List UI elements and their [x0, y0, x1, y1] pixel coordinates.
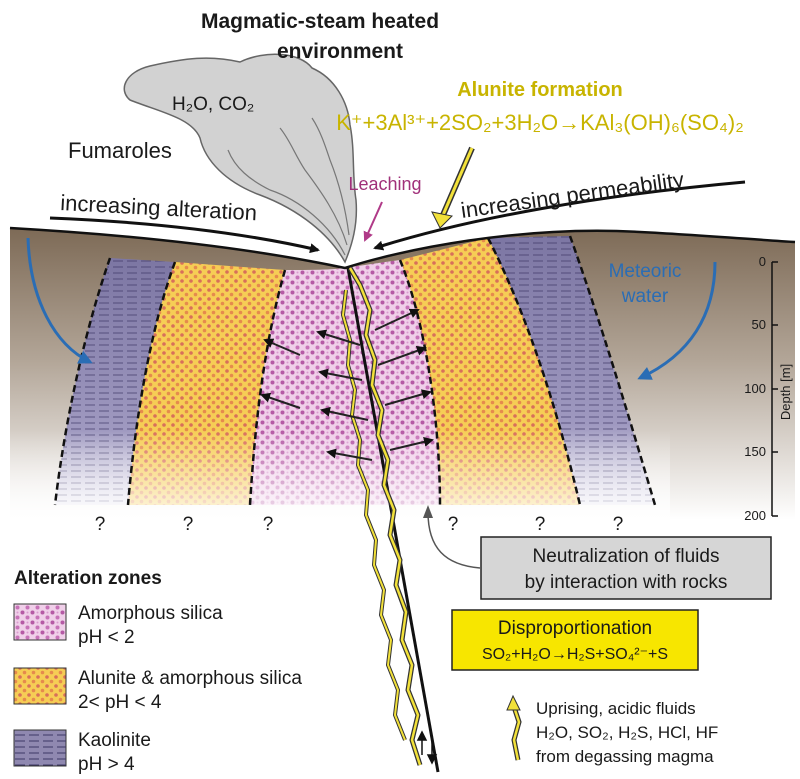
fluids-line3: from degassing magma: [536, 747, 714, 766]
depth-tick-150: 150: [744, 444, 766, 459]
neutralization-box: Neutralization of fluids by interaction …: [481, 537, 771, 599]
question-mark: ?: [448, 514, 459, 535]
increasing-permeability-label: increasing permeability: [459, 167, 685, 223]
legend-item-silica-name: Amorphous silica: [78, 603, 223, 624]
title-line1: Magmatic-steam heated: [201, 10, 439, 33]
legend-swatch-silica: [14, 604, 66, 640]
depth-tick-0: 0: [759, 254, 766, 269]
leaching-arrow: [365, 202, 382, 240]
depth-axis-label: Depth [m]: [778, 364, 793, 420]
legend-title: Alteration zones: [14, 568, 162, 589]
legend-swatch-kaolinite-hatch: [14, 730, 66, 766]
leaching-label: Leaching: [348, 174, 421, 194]
plume-gas-label: H₂O, CO₂: [172, 94, 254, 115]
meteoric-line2: water: [621, 286, 669, 307]
neutralization-line1: Neutralization of fluids: [533, 546, 720, 567]
legend-item-kaolinite-ph: pH > 4: [78, 754, 135, 775]
bottom-fade: [10, 430, 670, 520]
depth-tick-50: 50: [752, 317, 766, 332]
alunite-equation: K⁺+3Al³⁺+2SO₂+3H₂O→KAl₃(OH)₆(SO₄)₂: [336, 110, 744, 135]
fumaroles-label: Fumaroles: [68, 138, 172, 163]
question-mark: ?: [183, 514, 194, 535]
disproportionation-equation: SO₂+H₂O→H₂S+SO₄²⁻+S: [482, 646, 668, 663]
disproportionation-box: Disproportionation SO₂+H₂O→H₂S+SO₄²⁻+S: [452, 610, 698, 670]
fluid-legend: Uprising, acidic fluids H₂O, SO₂, H₂S, H…: [507, 696, 718, 766]
question-mark: ?: [613, 514, 624, 535]
legend-item-silica-ph: pH < 2: [78, 627, 135, 648]
question-mark: ?: [535, 514, 546, 535]
fluids-line2: H₂O, SO₂, H₂S, HCl, HF: [536, 723, 718, 742]
fluids-line1: Uprising, acidic fluids: [536, 699, 696, 718]
meteoric-line1: Meteoric: [609, 261, 682, 282]
depth-tick-200: 200: [744, 508, 766, 523]
legend-item-alunite-name: Alunite & amorphous silica: [78, 668, 302, 689]
question-mark: ?: [263, 514, 274, 535]
alunite-arrowhead: [432, 212, 452, 228]
title-line2: environment: [277, 40, 403, 63]
legend-item-alunite-ph: 2< pH < 4: [78, 692, 162, 713]
question-mark: ?: [95, 514, 106, 535]
alunite-title: Alunite formation: [457, 79, 623, 101]
depth-tick-100: 100: [744, 381, 766, 396]
legend: Alteration zones Amorphous silica pH < 2…: [14, 568, 302, 775]
legend-item-kaolinite-name: Kaolinite: [78, 730, 151, 751]
neutralization-line2: by interaction with rocks: [525, 572, 728, 593]
disproportionation-title: Disproportionation: [498, 618, 652, 639]
legend-swatch-alunite: [14, 668, 66, 704]
